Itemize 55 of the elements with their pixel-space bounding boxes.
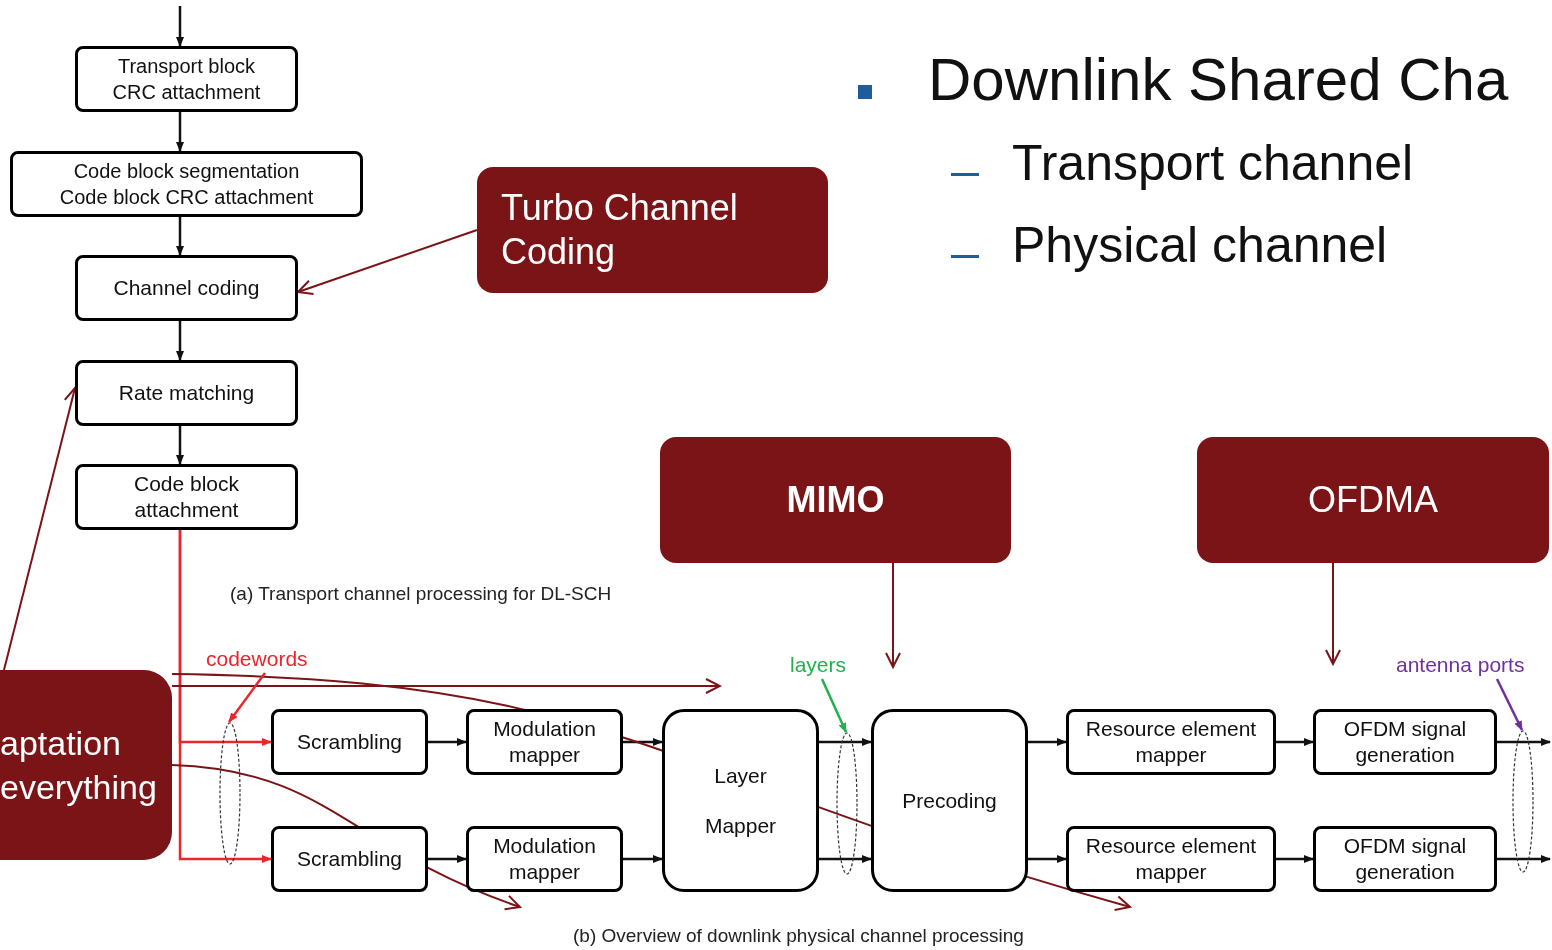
- process-box: Scrambling: [271, 826, 428, 892]
- bullet-heading: Downlink Shared Cha: [928, 50, 1509, 110]
- dashed-ellipse: [836, 732, 858, 875]
- arrow: [623, 738, 663, 746]
- arrow: [1276, 738, 1314, 746]
- figure-caption: (b) Overview of downlink physical channel processing: [573, 926, 1024, 945]
- callout-box: OFDMA: [1197, 437, 1549, 563]
- arrow: [176, 6, 184, 47]
- arrow: [1028, 855, 1067, 863]
- bullet-item: Transport channel: [1012, 138, 1414, 188]
- callout-arrow: [1325, 562, 1341, 665]
- callout-arrow: [885, 562, 901, 668]
- process-box: Precoding: [871, 709, 1028, 892]
- arrow: [176, 217, 184, 256]
- callout-box: Turbo Channel Coding: [477, 167, 828, 293]
- process-box: Layer Mapper: [662, 709, 819, 892]
- arrow: [1276, 855, 1314, 863]
- process-box: Code block segmentation Code block CRC attachment: [10, 151, 363, 217]
- process-box: Modulation mapper: [466, 826, 623, 892]
- arrow: [1028, 738, 1067, 746]
- arrow: [819, 855, 872, 863]
- process-box: OFDM signal generation: [1313, 709, 1497, 775]
- callout-box: MIMO: [660, 437, 1011, 563]
- layers-tag: layers: [790, 651, 852, 679]
- arrow: [623, 855, 663, 863]
- arrow: [1497, 738, 1551, 746]
- dashed-ellipse: [219, 722, 241, 865]
- process-box: Scrambling: [271, 709, 428, 775]
- callout-arrow: [297, 229, 478, 296]
- arrow: [1497, 855, 1551, 863]
- bullet-item: Physical channel: [1012, 220, 1388, 270]
- arrow: [428, 855, 467, 863]
- arrow: [428, 738, 467, 746]
- process-box: Modulation mapper: [466, 709, 623, 775]
- arrow: [178, 530, 272, 863]
- figure-caption: (a) Transport channel processing for DL-SCH: [230, 584, 612, 603]
- process-box: Rate matching: [75, 360, 298, 426]
- callout-box: aptation everything: [0, 670, 172, 860]
- process-box: Resource element mapper: [1066, 826, 1276, 892]
- process-box: OFDM signal generation: [1313, 826, 1497, 892]
- process-box: Transport block CRC attachment: [75, 46, 298, 112]
- codewords-tag: codewords: [206, 645, 324, 673]
- antenna-ports-tag: antenna ports: [1396, 651, 1546, 679]
- process-box: Code block attachment: [75, 464, 298, 530]
- arrow: [228, 672, 266, 723]
- arrow: [819, 738, 872, 746]
- process-box: Channel coding: [75, 255, 298, 321]
- callout-arrow: [171, 678, 721, 694]
- arrow: [1495, 678, 1524, 731]
- arrow: [176, 321, 184, 361]
- arrow: [176, 112, 184, 152]
- process-box: Resource element mapper: [1066, 709, 1276, 775]
- arrow: [176, 426, 184, 465]
- dashed-ellipse: [1512, 730, 1534, 873]
- arrow: [820, 678, 848, 733]
